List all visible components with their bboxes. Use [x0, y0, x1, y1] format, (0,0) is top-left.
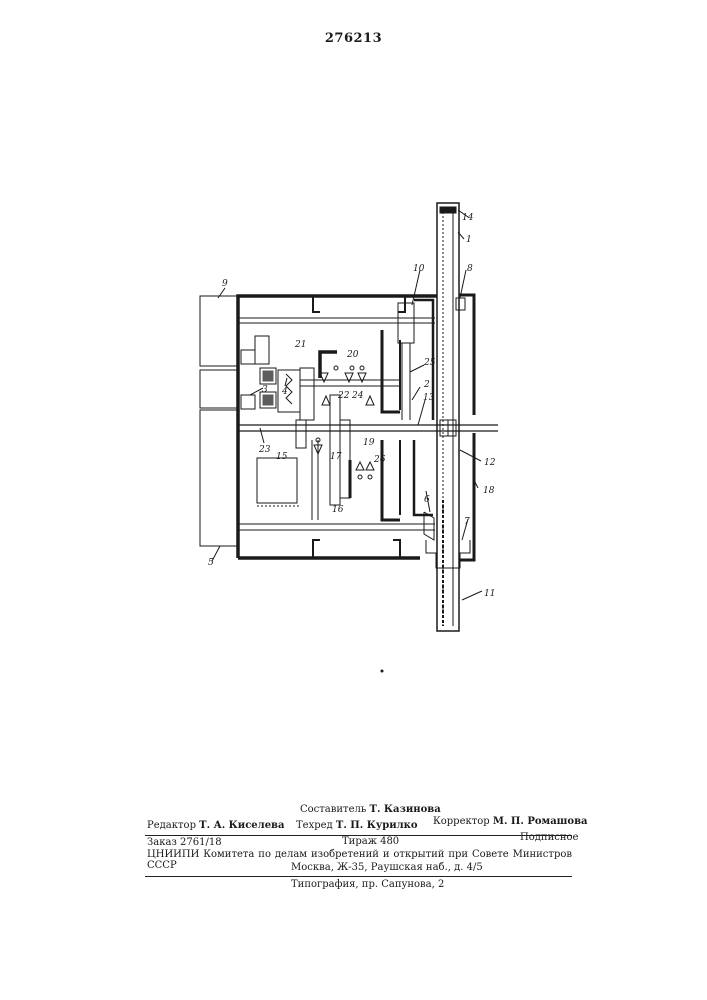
label-10: 10 [413, 264, 425, 274]
compiler-line: Составитель Т. Казинова [300, 804, 441, 815]
address: Москва, Ж-35, Раушская наб., д. 4/5 [291, 862, 483, 873]
editor-name: Т. А. Киселева [199, 820, 284, 831]
corrector-name: М. П. Ромашова [493, 816, 588, 827]
compiler-name: Т. Казинова [370, 804, 441, 815]
editor-role: Редактор [147, 820, 196, 831]
box-3-upper [200, 370, 238, 408]
box-9 [200, 296, 238, 366]
gear-24 [366, 396, 374, 405]
part-21-gear [300, 368, 314, 420]
gear-20-c [358, 373, 366, 382]
rack-outer [437, 203, 459, 631]
box-5 [200, 410, 238, 546]
label-17: 17 [330, 452, 342, 462]
label-14: 14 [462, 213, 474, 223]
circulation: Тираж 480 [342, 836, 399, 847]
label-21: 21 [294, 340, 306, 350]
rack-cap [440, 207, 456, 213]
label-3: 3 [262, 385, 268, 395]
inner-wall-right [382, 330, 400, 412]
label-26: 26 [373, 455, 386, 465]
label-9: 9 [222, 279, 228, 289]
label-20: 20 [346, 350, 359, 360]
corrector-role: Корректор [433, 816, 490, 827]
housing-main [238, 296, 437, 558]
label-5: 5 [208, 558, 214, 568]
housing-right-cover [459, 295, 474, 415]
label-4: 4 [281, 387, 288, 397]
techred-role: Техред [296, 820, 333, 831]
label-7: 7 [464, 517, 470, 527]
order-number: Заказ 2761/18 [147, 837, 222, 848]
compiler-role: Составитель [300, 804, 366, 815]
label-12: 12 [484, 458, 496, 468]
label-15: 15 [276, 452, 288, 462]
inner-wall-upper [320, 352, 337, 378]
gear-20-b [345, 373, 353, 382]
label-19: 19 [363, 438, 375, 448]
label-13: 13 [423, 393, 435, 403]
part-15 [257, 458, 297, 503]
part-8 [456, 298, 465, 310]
techred-line: Техред Т. П. Курилко [296, 820, 418, 831]
imprint-rule-bottom [145, 876, 572, 877]
part-7 [426, 540, 470, 568]
gear-26-b [366, 462, 374, 470]
label-23: 23 [258, 445, 271, 455]
label-25: 25 [423, 358, 436, 368]
label-22: 22 [337, 391, 350, 401]
subscription: Подписное [520, 832, 578, 843]
gear-22 [322, 396, 330, 405]
label-2: 2 [423, 380, 430, 390]
label-1: 1 [466, 235, 472, 245]
editor-line: Редактор Т. А. Киселева [147, 820, 285, 831]
gear-26-a [356, 462, 364, 470]
label-11: 11 [484, 589, 495, 599]
printer: Типография, пр. Сапунова, 2 [291, 879, 444, 890]
label-6: 6 [424, 495, 430, 505]
label-16: 16 [332, 505, 344, 515]
techred-name: Т. П. Курилко [336, 820, 418, 831]
inner-wall-lower [382, 440, 400, 520]
label-18: 18 [483, 486, 495, 496]
label-8: 8 [467, 264, 473, 274]
label-24: 24 [351, 391, 364, 401]
corrector-line: Корректор М. П. Ромашова [433, 816, 588, 827]
